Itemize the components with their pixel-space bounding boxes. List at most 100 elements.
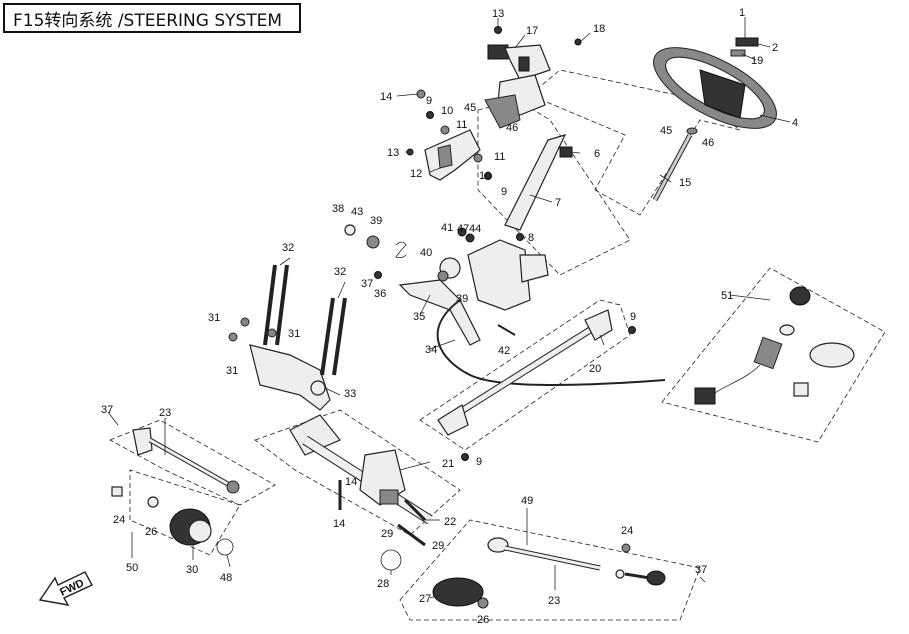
- callout-23a: 23: [159, 407, 171, 419]
- nut-39: [366, 235, 380, 249]
- callout-28: 28: [377, 578, 389, 590]
- callout-31c: 31: [226, 365, 238, 377]
- nut-31b: [228, 332, 238, 342]
- callout-31b: 31: [288, 328, 300, 340]
- callout-41: 41: [441, 222, 453, 234]
- ignition-switch-51: [694, 286, 855, 405]
- callout-22: 22: [444, 516, 456, 528]
- pin-18: [574, 38, 582, 46]
- column-tilt-bracket-17: [484, 44, 551, 129]
- callout-45b: 45: [660, 125, 672, 137]
- callout-4: 4: [792, 117, 798, 129]
- washer-26b: [477, 597, 489, 609]
- callout-24a: 24: [113, 514, 125, 526]
- bolt-9d: [461, 453, 469, 461]
- callout-26a: 26: [145, 526, 157, 538]
- callout-21: 21: [442, 458, 454, 470]
- steering-wheel-4: [653, 37, 777, 129]
- nut-36: [374, 271, 382, 279]
- callout-49: 49: [521, 495, 533, 507]
- callout-42: 42: [498, 345, 510, 357]
- callout-44: 44: [469, 223, 481, 235]
- group-outline-tie-rod-right: [399, 519, 701, 621]
- cable-34: [436, 299, 666, 386]
- callout-labels: 1 2 4 19 45 46 15 13 17 18 14 9 10 11 45…: [101, 7, 798, 626]
- bolt-22: [403, 498, 427, 522]
- group-outline-ignition-51: [661, 267, 886, 443]
- tie-rod-left-23: [132, 427, 240, 494]
- callout-46b: 46: [702, 137, 714, 149]
- callout-46a: 46: [506, 122, 518, 134]
- callout-18: 18: [593, 23, 605, 35]
- callout-8: 8: [528, 232, 534, 244]
- bolt-9c: [628, 326, 636, 334]
- nut-24b: [621, 543, 631, 553]
- callout-12: 12: [410, 168, 422, 180]
- washer-26a: [147, 496, 159, 508]
- bolt-44: [465, 233, 475, 243]
- callout-19: 19: [751, 55, 763, 67]
- group-outline-steering-wheel: [529, 69, 741, 216]
- washer-11b: [473, 153, 483, 163]
- bolt-14a: [416, 89, 426, 99]
- callout-47: 47: [457, 223, 469, 235]
- callout-40: 40: [420, 247, 432, 259]
- callout-31a: 31: [208, 312, 220, 324]
- steering-shaft-15: [652, 127, 698, 202]
- fwd-label: FWD: [58, 577, 86, 598]
- mounting-bracket-12: [424, 129, 481, 181]
- callout-14c: 14: [333, 518, 345, 530]
- boot-right-27: [432, 577, 484, 607]
- callout-33: 33: [344, 388, 356, 400]
- bolt-9b: [484, 172, 492, 180]
- callout-29b: 29: [432, 540, 444, 552]
- nut-24a: [111, 486, 123, 497]
- frame-mount-33: [249, 344, 331, 411]
- nut-31c: [267, 328, 277, 338]
- boot-left-30: [169, 508, 212, 546]
- callout-13a: 13: [492, 8, 504, 20]
- group-outline-shaft-20: [419, 299, 631, 451]
- callout-37b: 37: [101, 404, 113, 416]
- page-title: F15转向系统 /STEERING SYSTEM: [3, 3, 301, 33]
- group-outline-tie-rod-left: [109, 419, 276, 506]
- group-outline-gear-box: [254, 409, 461, 536]
- callout-38: 38: [332, 203, 344, 215]
- washer-43: [344, 224, 356, 236]
- callout-37c: 37: [695, 564, 707, 576]
- bolt-9a: [426, 111, 434, 119]
- callout-37a: 37: [361, 278, 373, 290]
- callout-15: 15: [679, 177, 691, 189]
- clamp-48: [216, 538, 234, 556]
- steering-gear-21: [289, 414, 433, 525]
- callout-45a: 45: [464, 102, 476, 114]
- bolt-47: [457, 227, 467, 237]
- callout-10a: 10: [441, 105, 453, 117]
- callout-10b: 10: [479, 170, 491, 182]
- nut-39b: [437, 270, 449, 282]
- callout-23b: 23: [548, 595, 560, 607]
- callout-32b: 32: [334, 266, 346, 278]
- nut-31a: [240, 317, 250, 327]
- callout-2: 2: [772, 42, 778, 54]
- callout-48: 48: [220, 572, 232, 584]
- callout-36: 36: [374, 288, 386, 300]
- washer-10a: [440, 125, 450, 135]
- callout-9a: 9: [426, 95, 432, 107]
- fwd-direction-arrow: FWD: [38, 571, 93, 606]
- bolts-32: [263, 264, 347, 376]
- clamp-28: [380, 549, 402, 571]
- callout-27: 27: [419, 593, 431, 605]
- callout-20: 20: [589, 363, 601, 375]
- callout-17: 17: [526, 25, 538, 37]
- washer-49: [615, 569, 625, 579]
- callout-39a: 39: [370, 215, 382, 227]
- tie-rod-right-49: [487, 537, 666, 586]
- callout-43: 43: [351, 206, 363, 218]
- callout-11a: 11: [456, 119, 467, 131]
- callout-29a: 29: [381, 528, 393, 540]
- callout-14a: 14: [380, 91, 392, 103]
- callout-14b: 14: [345, 476, 357, 488]
